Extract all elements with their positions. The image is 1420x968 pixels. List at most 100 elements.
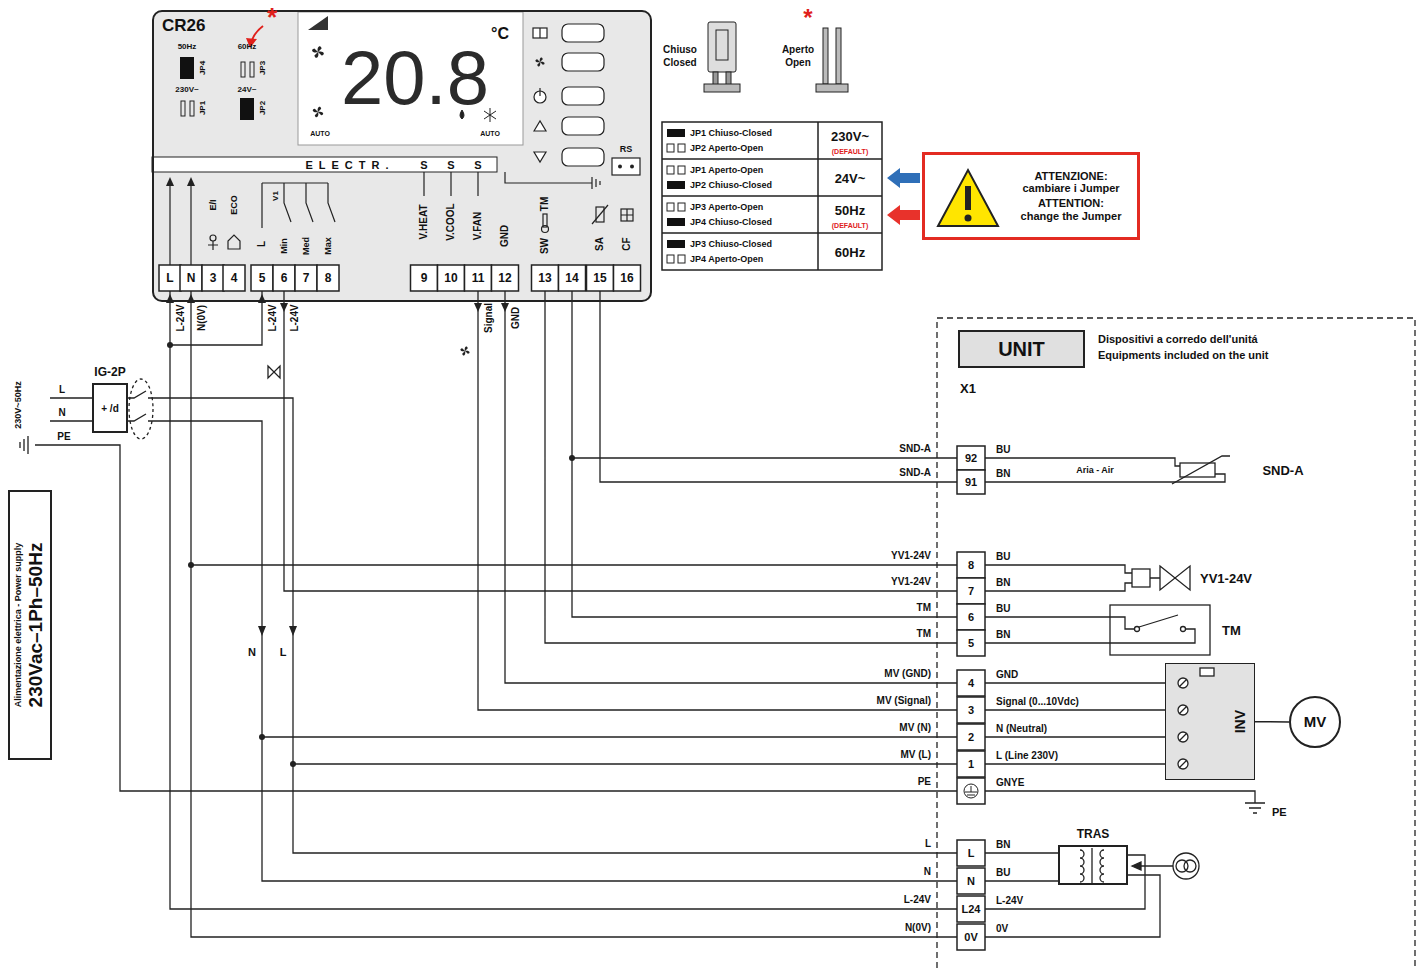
diagram-label: S [420,160,427,171]
terminal-blocks [317,265,339,291]
diagram-label: V.FAN [473,212,483,241]
table-cell: (DEFAULT) [832,148,868,155]
unit-devices [985,458,1225,482]
jumper-legend [662,22,998,270]
table-cell: JP1 Chiuso-Closed [690,129,772,138]
diagram-label: BU [996,604,1010,614]
terminal-blocks [678,255,685,263]
diagram-label: X1 [960,382,976,395]
diagram-label: * [803,6,812,30]
node-title: TRAS [1077,828,1110,841]
diagram-label: AUTO [480,130,500,137]
jumper-legend [836,28,841,84]
terminal-number: 4 [231,272,238,284]
diagram-label: V.COOL [446,203,456,240]
terminal-blocks [587,265,614,291]
wire-label: PE [918,777,931,787]
jumper-legend [726,72,731,85]
unit-devices [1080,848,1104,884]
diagram-label: V.HEAT [419,204,429,239]
controller-body [208,241,218,250]
terminal-blocks [251,265,273,291]
table-cell: JP1 Aperto-Open [690,166,763,175]
controller-body [228,235,240,249]
wire-label: N(0V) [905,923,931,933]
terminal-number: 3 [968,705,974,716]
controller-body [166,177,174,186]
controller-body [240,98,254,120]
terminal-blocks [667,218,685,226]
wire-label: N(0V) [197,305,207,331]
controller-body [187,177,195,186]
wires [284,291,957,710]
controller-body [533,28,547,38]
connector [1255,721,1289,723]
controller-body [180,57,194,79]
diagram-label: 50Hz [178,43,197,51]
terminal-blocks [159,265,181,291]
wire-label: MV (Signal) [877,696,931,706]
diagram-label: L [257,241,267,247]
controller-body [542,226,549,233]
terminal-number: L24 [962,904,981,915]
wire-label: GND [511,307,521,329]
terminal-blocks [667,181,685,189]
controller-body [535,57,544,66]
terminal-blocks [957,446,985,470]
wire-label: SND-A [899,468,931,478]
controller-body [562,53,604,71]
terminal-number: 13 [538,272,551,284]
node-title: UNIT [998,338,1045,360]
diagram-label: °C [491,26,509,42]
wire-label: MV (GND) [884,669,931,679]
node-title: IG-2P [94,366,125,379]
wire-label: Signal [484,303,494,333]
terminal-blocks [223,265,245,291]
terminal-blocks [957,778,985,804]
junction-dots [280,303,288,312]
controller-body [170,172,633,265]
unit-devices [1165,663,1255,780]
jumper-legend [816,84,848,92]
jumper-legend [662,122,882,270]
terminal-number: 8 [968,560,974,571]
jumper-legend [887,168,920,188]
terminal-blocks [202,265,224,291]
controller-body [618,165,622,169]
diagram-label: E/I [209,199,218,210]
junction-dots [501,303,509,312]
diagram-label: N (Neutral) [996,724,1047,734]
diagram-label: ELECTR. [305,160,394,171]
terminal-number: 6 [968,612,974,623]
node-title: INV [1233,710,1248,733]
wires [268,366,280,378]
terminal-blocks [957,840,985,866]
diagram-label: JP2 [259,101,267,115]
controller-body [152,10,652,302]
node-title: MV [1304,714,1327,731]
junction-dots [259,734,265,740]
node-text: + /d [101,403,119,414]
jumper-legend [965,215,972,222]
node-text: ATTENTION: change the Jumper [1019,197,1123,222]
wire-label: L-24V [176,304,186,331]
terminal-blocks [667,144,674,152]
jumper-legend [823,28,828,84]
controller-body [250,62,254,77]
diagram-label: Chiuso [663,45,697,55]
diagram-label: Equipments included on the unit [1098,350,1269,361]
controller-body [298,12,523,145]
terminal-blocks [667,255,674,263]
jumper-legend [708,22,736,72]
diagram-label: BU [996,552,1010,562]
terminal-blocks [957,924,985,950]
terminal-number: 5 [259,272,266,284]
warning-box: ATTENZIONE: cambiare i JumperATTENTION: … [922,152,1140,240]
diagram-label: L [280,647,287,658]
wire-label: N [924,867,931,877]
controller-body [170,180,191,265]
unit-devices [1150,566,1190,590]
terminal-blocks [667,240,685,248]
diagram-label: JP3 [259,61,267,75]
controller-body [534,152,546,162]
